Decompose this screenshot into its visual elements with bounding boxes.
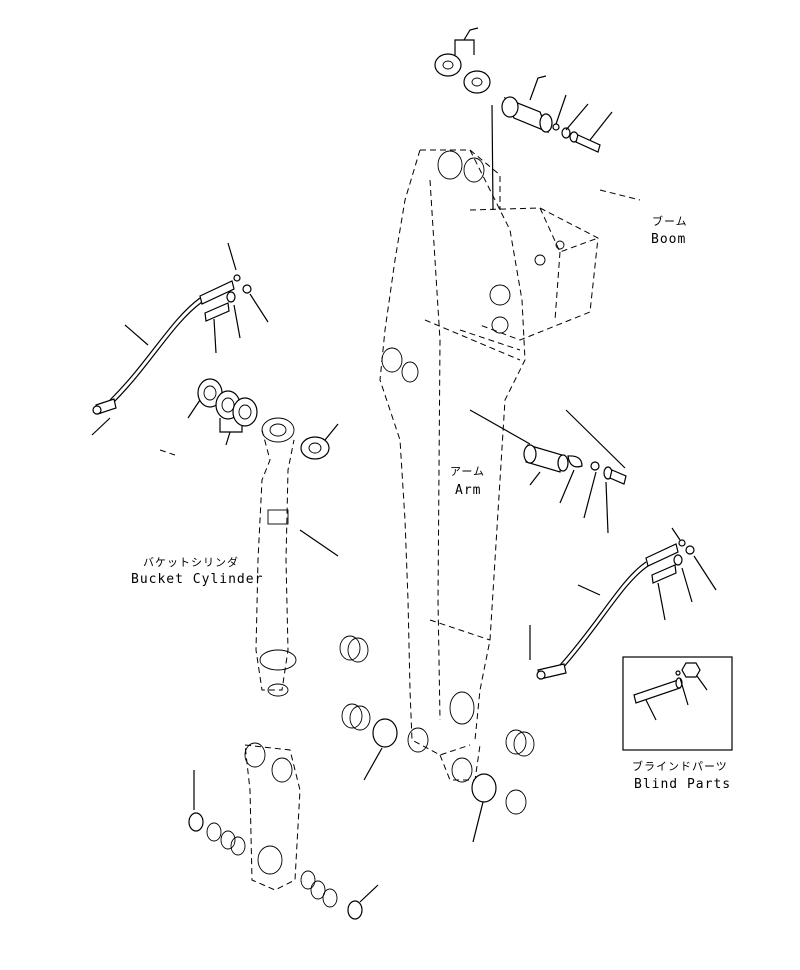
arm-label-jp: アーム [450, 465, 485, 478]
arm-body [379, 149, 526, 783]
cylinder-shims [187, 378, 339, 460]
right-hose-assembly [529, 527, 717, 680]
bucket-cylinder-label-jp: バケットシリンダ [143, 555, 239, 569]
blind-parts-label-en: Blind Parts [634, 777, 731, 792]
bucket-cylinder [159, 417, 339, 697]
boom-pin-assembly [491, 75, 613, 211]
cylinder-pin-assembly [469, 409, 627, 534]
boom-label-jp: ブーム [652, 214, 688, 228]
top-shims [434, 27, 491, 94]
boom-tip [469, 189, 641, 341]
bucket-link [188, 742, 379, 920]
arm-bushings [339, 635, 535, 843]
blind-parts-label-jp: ブラインドパーツ [632, 759, 728, 773]
blind-parts-box [622, 656, 733, 751]
left-hose-assembly [91, 242, 269, 436]
bucket-cylinder-label-en: Bucket Cylinder [131, 572, 263, 587]
boom-label-en: Boom [651, 232, 686, 247]
arm-label-en: Arm [455, 483, 481, 498]
